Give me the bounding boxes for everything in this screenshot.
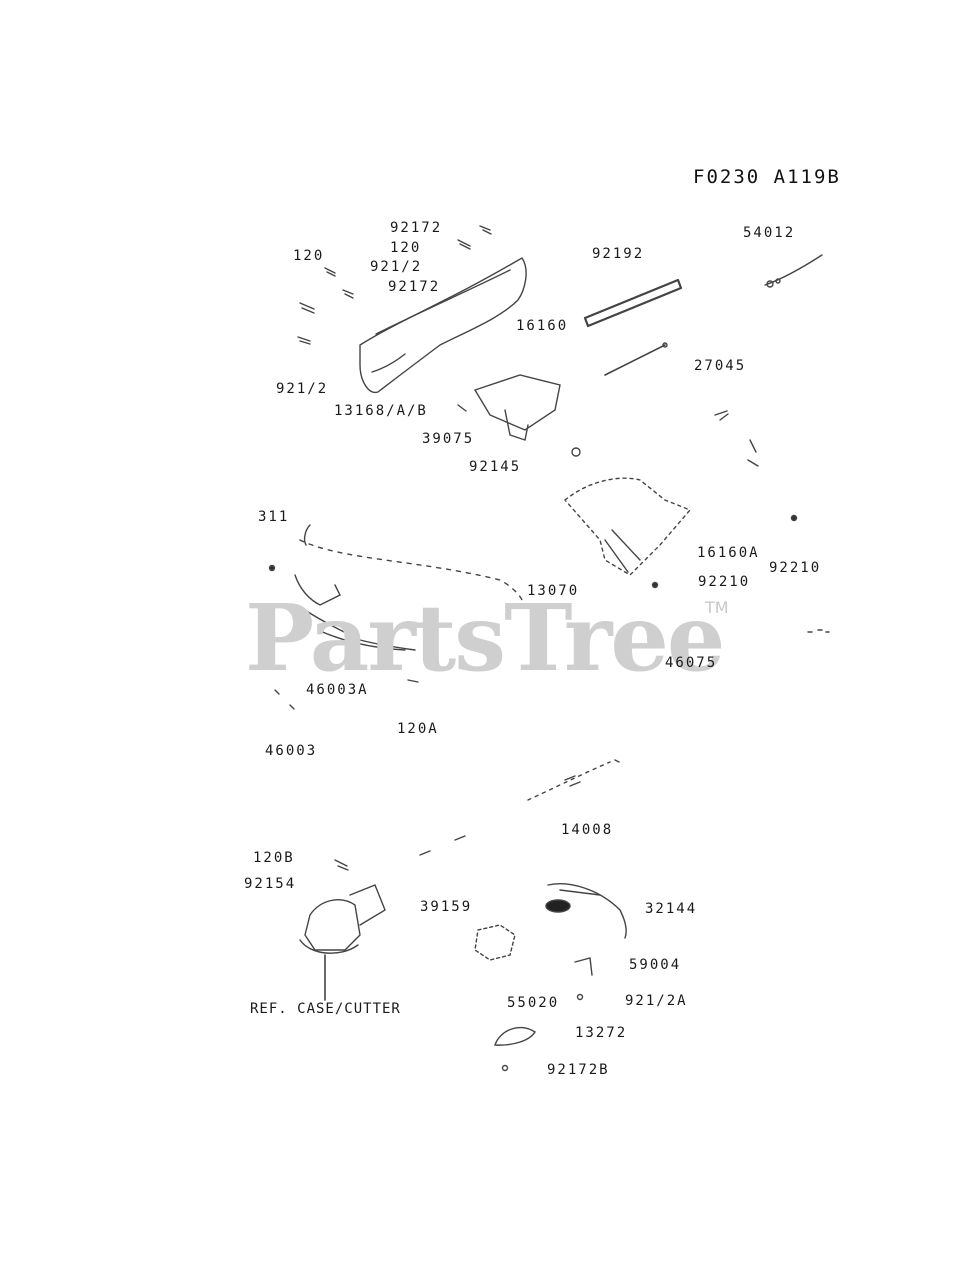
part-label[interactable]: 39159 (420, 899, 473, 915)
part-label[interactable]: 92192 (592, 246, 645, 262)
gear-case-part (304, 899, 361, 951)
guard-part (547, 883, 627, 939)
bolt-part-2 (457, 239, 471, 250)
part-label[interactable]: 120 (293, 248, 325, 264)
part-label[interactable]: 92154 (244, 876, 297, 892)
part-label[interactable]: 120B (253, 850, 295, 866)
part-label[interactable]: 92172 (390, 220, 443, 236)
part-label[interactable]: 16160 (516, 318, 569, 334)
part-label[interactable]: 54012 (743, 225, 796, 241)
part-label[interactable]: 46003 (265, 743, 318, 759)
drive-shaft-part (527, 761, 611, 801)
part-label[interactable]: 92172B (547, 1062, 610, 1078)
part-label[interactable]: 46003A (306, 682, 369, 698)
gear-part (474, 924, 516, 961)
part-label[interactable]: 27045 (694, 358, 747, 374)
part-label[interactable]: 120 (390, 240, 422, 256)
bolt-part-1 (479, 225, 492, 235)
trademark-mark: TM (705, 598, 729, 617)
part-label[interactable]: 59004 (629, 957, 682, 973)
bolt-part-5 (299, 302, 315, 314)
part-label[interactable]: 120A (397, 721, 439, 737)
part-label[interactable]: 13070 (527, 583, 580, 599)
watermark: PartsTree (245, 584, 725, 692)
part-label[interactable]: 921/2A (625, 993, 688, 1009)
clamp-part (473, 374, 561, 431)
part-label[interactable]: 921/2 (370, 259, 423, 275)
part-label[interactable]: 13272 (575, 1025, 628, 1041)
bolt-part-4 (342, 289, 354, 299)
bolt-part-6 (297, 336, 311, 345)
part-label[interactable]: 13168/A/B (334, 403, 428, 419)
part-label[interactable]: 311 (258, 509, 290, 525)
part-label[interactable]: 92145 (469, 459, 522, 475)
housing-part (563, 477, 692, 576)
rod-part (604, 344, 666, 376)
part-label[interactable]: 14008 (561, 822, 614, 838)
part-label[interactable]: 32144 (645, 901, 698, 917)
part-label[interactable]: 92172 (388, 279, 441, 295)
ref-case-cutter-label: REF. CASE/CUTTER (250, 1001, 401, 1017)
handle-bar-part (359, 257, 527, 394)
part-label[interactable]: 39075 (422, 431, 475, 447)
bracket-part (574, 957, 593, 976)
part-label[interactable]: 55020 (507, 995, 560, 1011)
shaft-part (583, 278, 683, 328)
clamp-assembly-part (294, 574, 341, 606)
part-label[interactable]: 16160A (697, 545, 760, 561)
part-label[interactable]: 92210 (769, 560, 822, 576)
plate-part (494, 1027, 536, 1046)
part-label[interactable]: 46075 (665, 655, 718, 671)
part-label[interactable]: 921/2 (276, 381, 329, 397)
diagram-code: F0230 A119B (693, 166, 841, 188)
cable-part (764, 254, 823, 286)
tube-part (299, 539, 523, 601)
bolt-part-3 (324, 267, 336, 277)
part-label[interactable]: 92210 (698, 574, 751, 590)
